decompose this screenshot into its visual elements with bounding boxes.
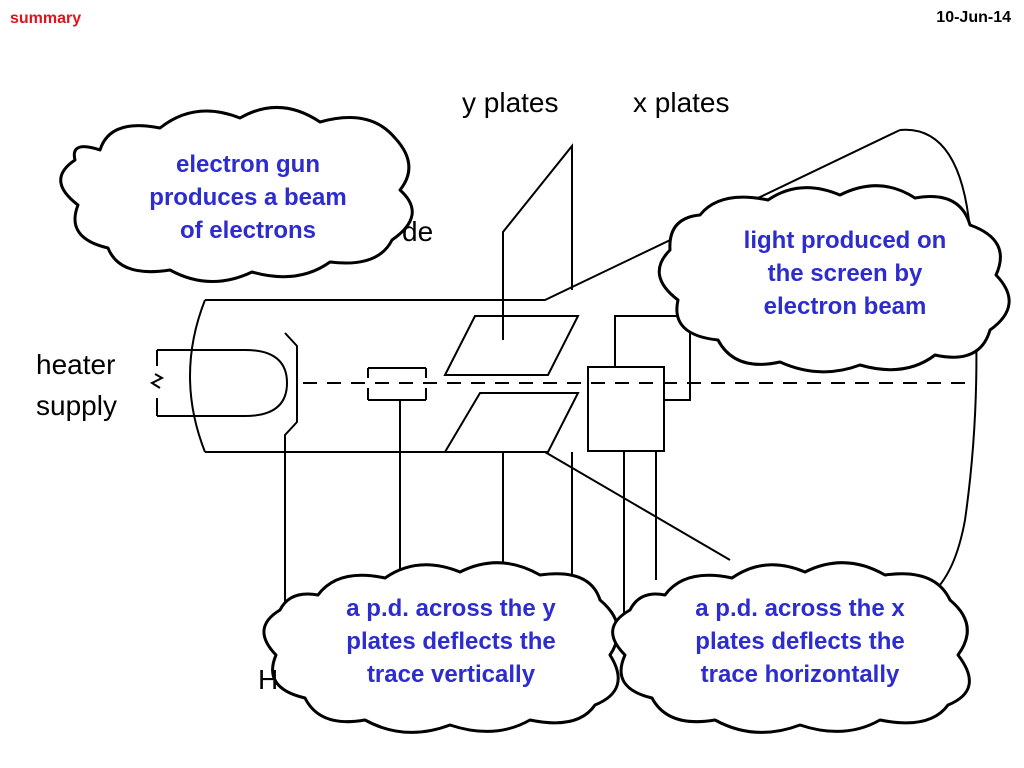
x-plates-label: x plates: [633, 87, 730, 118]
tube-envelope-lower: [205, 451, 731, 561]
tube-neck: [189, 299, 206, 453]
callout-screen-line: light produced on: [743, 227, 947, 254]
y-plate-bottom: [443, 392, 580, 453]
callout-x-plates-line: trace horizontally: [700, 661, 900, 688]
callout-cloud-screen: [657, 184, 1011, 374]
callout-x-plates-line: a p.d. across the x: [695, 595, 905, 622]
heater-squiggle: [149, 373, 165, 389]
slide-title: summary: [10, 10, 82, 27]
callout-y-plates-line: a p.d. across the y: [346, 595, 556, 622]
anode-label-fragment: de: [402, 216, 434, 247]
callout-y-plates-line: plates deflects the: [346, 628, 556, 655]
callout-electron-gun-line: produces a beam: [149, 184, 347, 211]
y-plate-top-lead: [502, 143, 573, 340]
slide-date: 10-Jun-14: [936, 9, 1011, 26]
bottom-label-fragment: H: [258, 664, 279, 695]
callout-y-plates-line: trace vertically: [366, 661, 536, 688]
callout-cloud-electron-gun: [59, 106, 414, 283]
callout-cloud-y-plates: [262, 561, 620, 734]
callout-screen: light produced on the screen by electron…: [702, 224, 988, 323]
heater-element: [157, 349, 289, 417]
heater-label-line1: heater: [36, 349, 116, 380]
y-plate-top: [443, 315, 580, 376]
y-plates-label: y plates: [462, 87, 559, 118]
callout-electron-gun-line: electron gun: [175, 151, 320, 178]
tube-envelope-upper: [205, 129, 901, 301]
callout-x-plates-line: plates deflects the: [695, 628, 905, 655]
heater-label-line2: supply: [36, 390, 117, 421]
anode: [367, 367, 427, 401]
x-plate-box: [587, 366, 665, 452]
callout-screen-line: the screen by: [767, 260, 923, 287]
callout-cloud-x-plates: [611, 561, 971, 734]
callout-electron-gun: electron gun produces a beam of electron…: [108, 148, 388, 247]
x-plate-top-lead: [614, 315, 691, 401]
callout-electron-gun-line: of electrons: [179, 217, 317, 244]
callout-y-plates: a p.d. across the y plates deflects the …: [305, 592, 597, 691]
tube-screen: [899, 128, 978, 596]
callout-screen-line: electron beam: [763, 293, 927, 320]
callout-x-plates: a p.d. across the x plates deflects the …: [650, 592, 950, 691]
cathode-grid: [284, 332, 298, 620]
